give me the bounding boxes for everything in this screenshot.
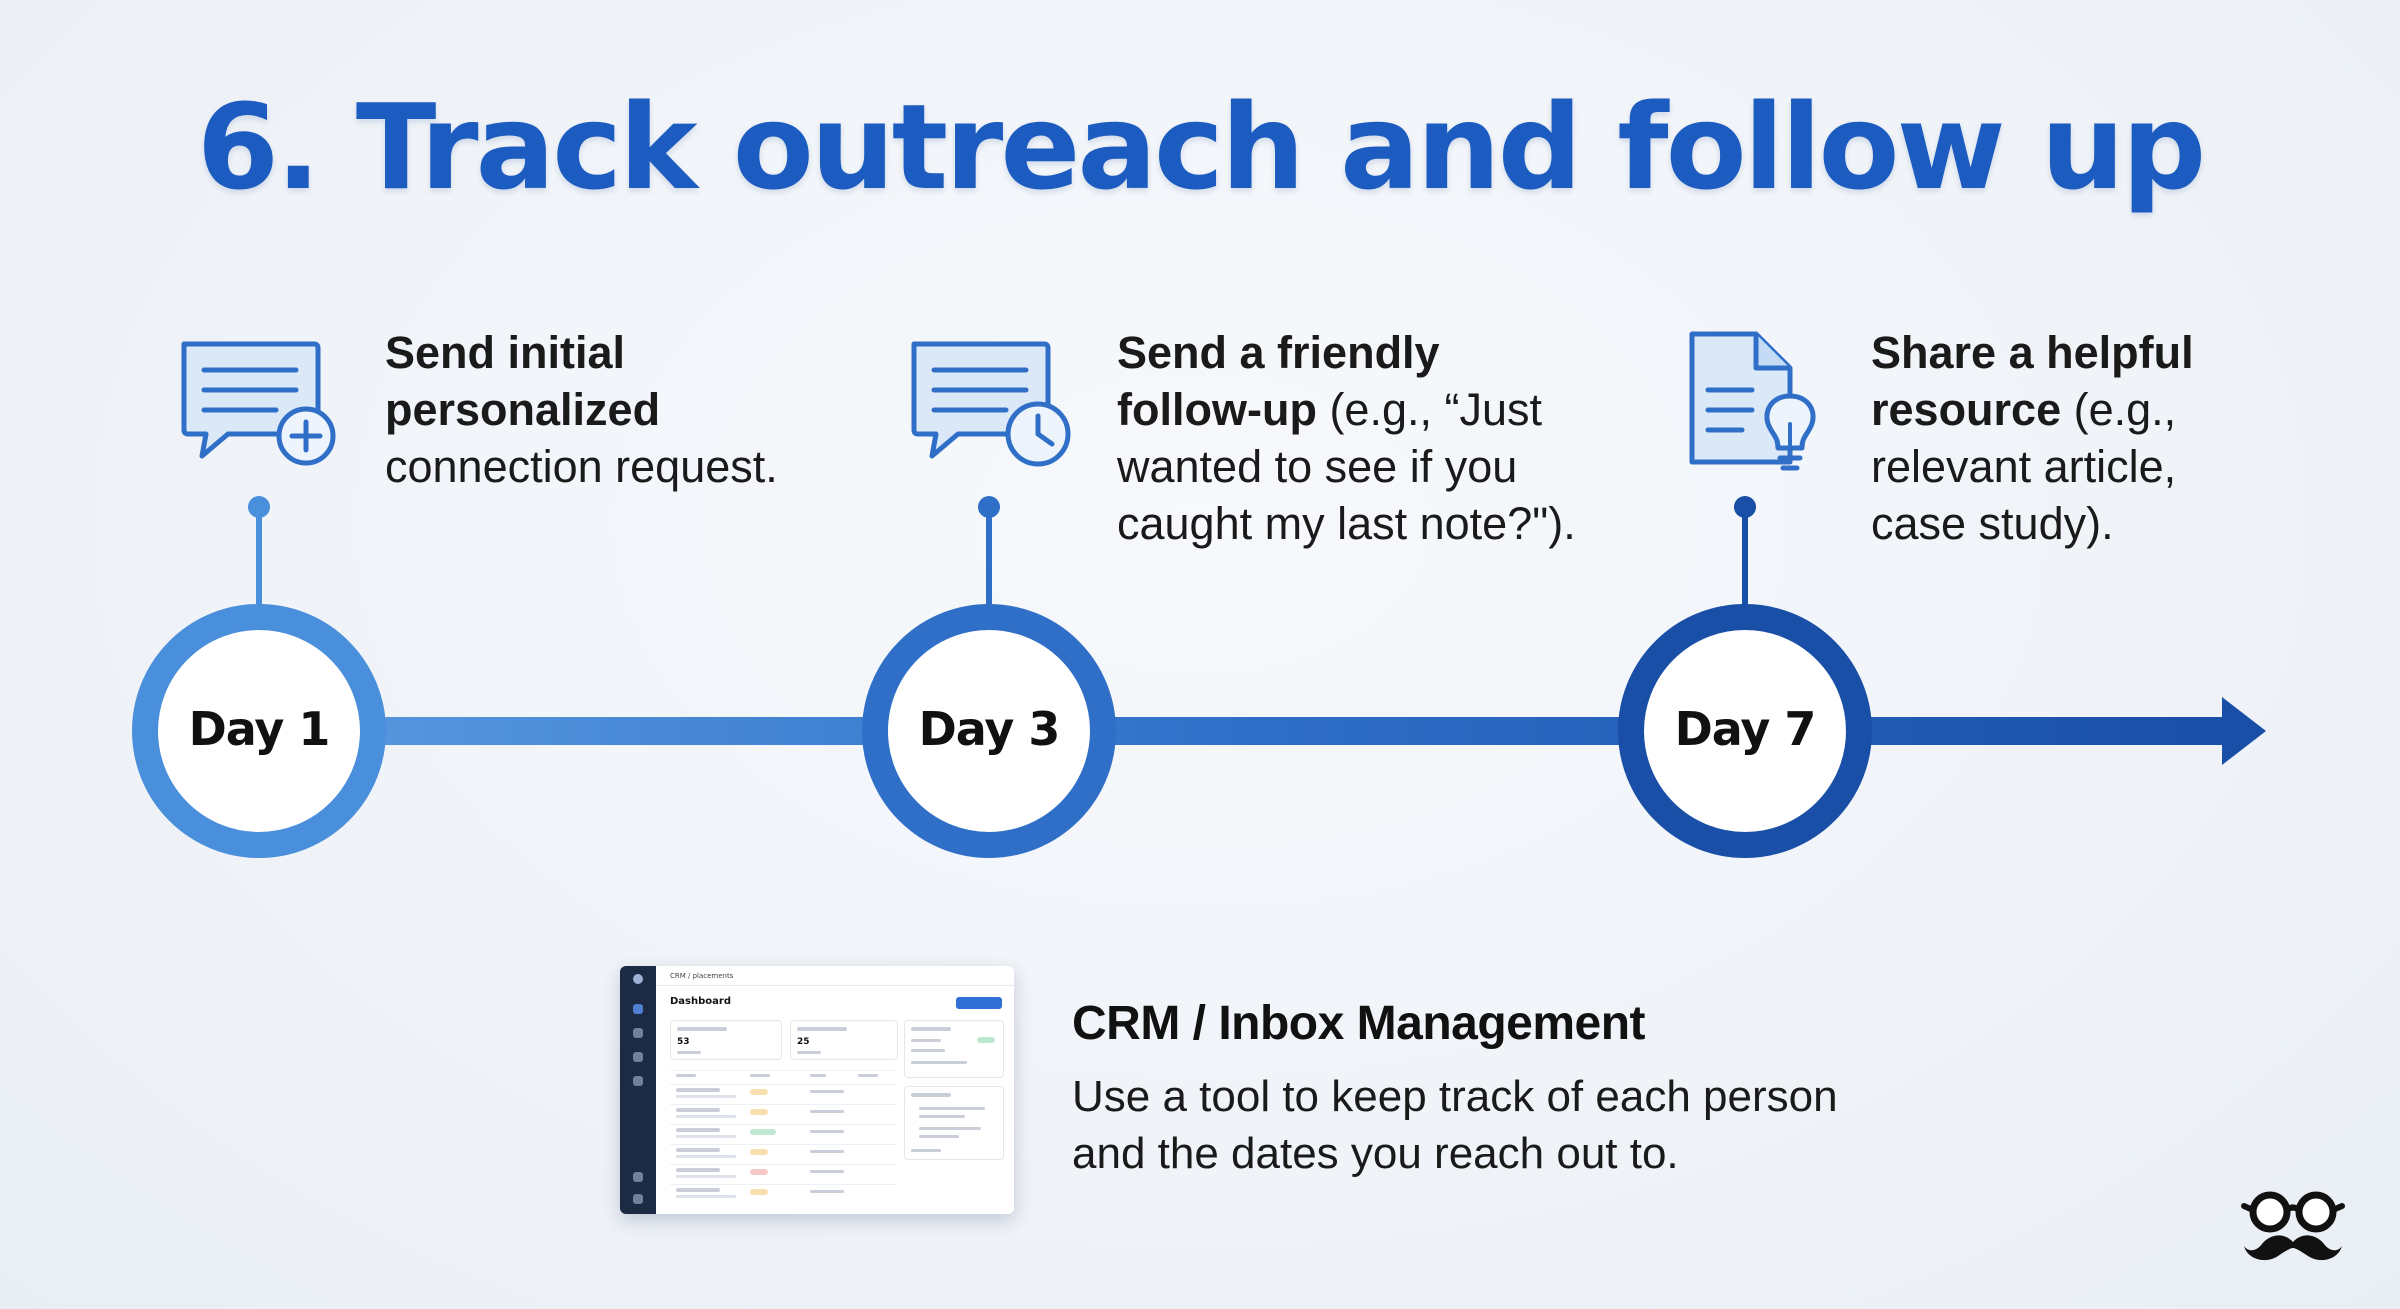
glasses-mustache-icon (2241, 1191, 2345, 1261)
step-3-bold-line-1: Share a helpful (1871, 327, 2194, 378)
step-1-text: Send initial personalized connection req… (385, 324, 778, 495)
step-2-line-4: caught my last note?"). (1117, 498, 1576, 549)
step-3-line-3: relevant article, (1871, 441, 2177, 492)
step-3-line-4: case study). (1871, 498, 2114, 549)
dashboard-side-card-2 (904, 1086, 1004, 1160)
crm-title: CRM / Inbox Management (1072, 997, 1646, 1050)
dashboard-breadcrumb: CRM / placements (670, 972, 734, 980)
step-3-bold-line-2: resource (1871, 384, 2062, 435)
dashboard-action-button (956, 997, 1002, 1009)
crm-description-line-2: and the dates you reach out to. (1072, 1129, 1679, 1178)
step-3-text: Share a helpful resource (e.g., relevant… (1871, 324, 2194, 552)
document-lightbulb-icon (1689, 331, 1816, 471)
dashboard-side-card-1 (904, 1020, 1004, 1078)
step-2-line-2-rest: (e.g., “Just (1316, 384, 1543, 435)
step-1-line-3: connection request. (385, 441, 778, 492)
milestone-day3 (862, 604, 1116, 858)
stem-day1 (248, 496, 270, 612)
step-1-bold-line-1: Send initial (385, 327, 626, 378)
crm-description-line-1: Use a tool to keep track of each person (1072, 1072, 1838, 1121)
dashboard-stat-1: 53 (677, 1037, 690, 1047)
chat-bubble-clock-icon (911, 341, 1071, 467)
crm-description: Use a tool to keep track of each person … (1072, 1068, 1932, 1182)
stem-day3 (978, 496, 1000, 612)
day-7-label: Day 7 (1674, 702, 1817, 756)
step-2-line-3: wanted to see if you (1117, 441, 1518, 492)
step-2-bold-line-2: follow-up (1117, 384, 1317, 435)
step-2-text: Send a friendly follow-up (e.g., “Just w… (1117, 324, 1576, 552)
dashboard-stat-card-2: 25 (790, 1020, 898, 1060)
timeline-arrow-head (2222, 697, 2266, 765)
day-3-label: Day 3 (918, 702, 1061, 756)
dashboard-heading: Dashboard (670, 996, 731, 1007)
milestone-day1 (132, 604, 386, 858)
page-title: 6. Track outreach and follow up (196, 78, 2206, 216)
stem-day7 (1734, 496, 1756, 612)
dashboard-topbar (656, 966, 1014, 986)
day-1-label: Day 1 (188, 702, 331, 756)
dashboard-stat-2: 25 (797, 1037, 810, 1047)
crm-dashboard-thumbnail: CRM / placements Dashboard 53 25 (620, 966, 1014, 1214)
dashboard-stat-card-1: 53 (670, 1020, 782, 1060)
step-1-bold-line-2: personalized (385, 384, 661, 435)
timeline-line (250, 717, 2230, 745)
dashboard-sidebar (620, 966, 656, 1214)
milestone-day7 (1618, 604, 1872, 858)
step-2-bold-line-1: Send a friendly (1117, 327, 1440, 378)
chat-bubble-plus-icon (181, 341, 336, 466)
step-3-line-2-rest: (e.g., (2061, 384, 2177, 435)
